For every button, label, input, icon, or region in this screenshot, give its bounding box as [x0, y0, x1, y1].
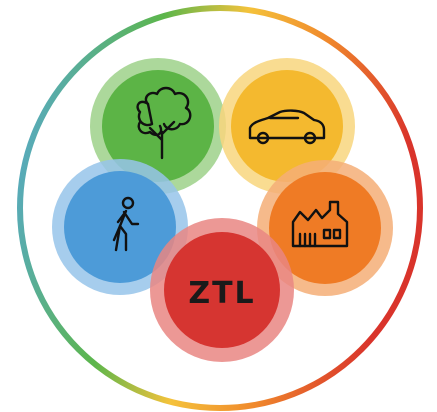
car-icon	[248, 109, 326, 145]
tree-icon	[136, 86, 192, 160]
factory-icon	[291, 200, 349, 248]
walking-person-icon	[112, 196, 140, 252]
outer-ring	[17, 5, 423, 411]
circle-ztl	[150, 218, 294, 362]
center-label: ZTL	[188, 276, 255, 311]
circle-industry	[257, 160, 393, 296]
circle-car	[219, 58, 355, 194]
